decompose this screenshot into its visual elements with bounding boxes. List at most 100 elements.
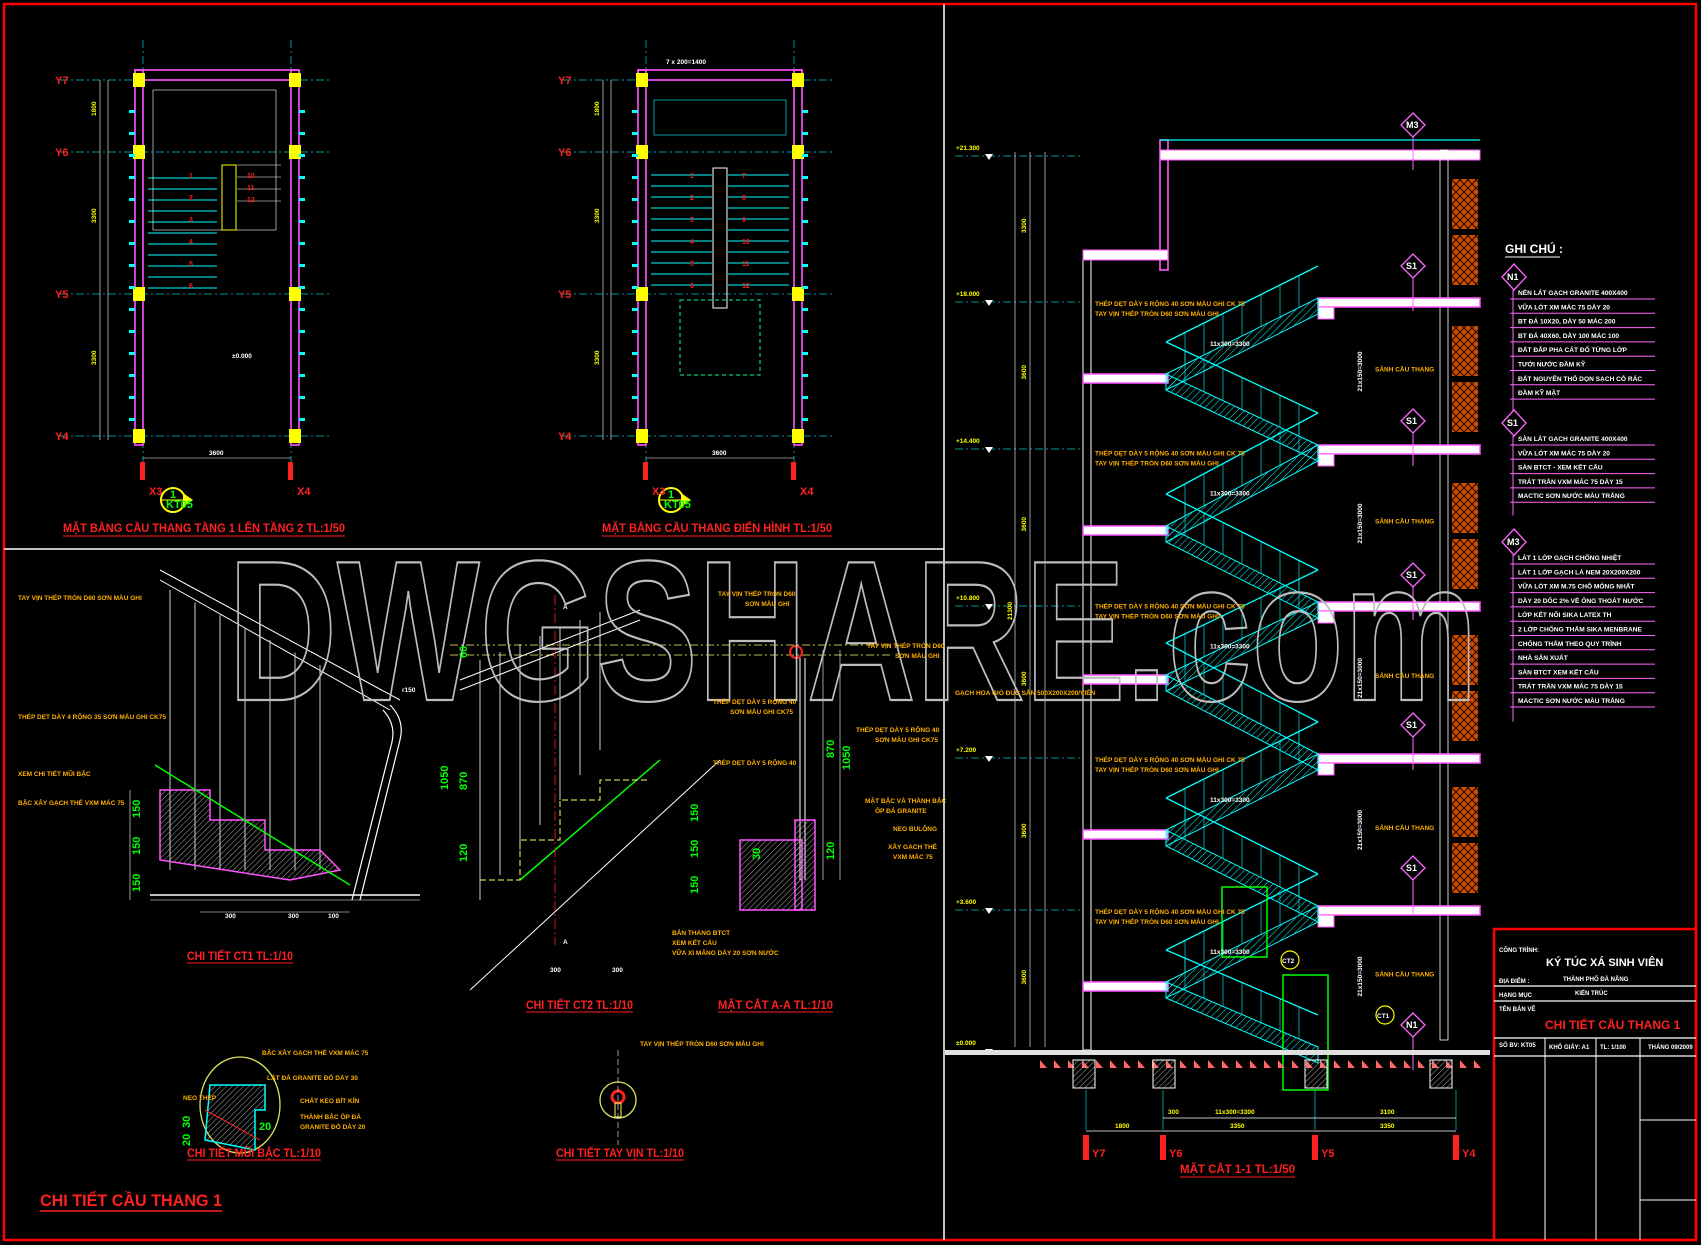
floor-slab — [1317, 297, 1481, 308]
window-mark — [129, 352, 135, 355]
ct2-dim-h1: 300 — [550, 967, 561, 974]
step-number: 9 — [742, 217, 746, 224]
window-mark — [632, 154, 638, 157]
aa-label-11: VỮA XI MĂNG DÀY 20 SƠN NƯỚC — [672, 948, 779, 957]
window-mark — [299, 308, 305, 311]
window-mark — [129, 374, 135, 377]
finish-tag: S1 — [1406, 720, 1417, 730]
flight-rail-label: THÉP DẸT DÀY 5 RỘNG 40 SƠN MÀU GHI CK 75 — [1095, 602, 1245, 611]
ct1-label-handrail: TAY VỊN THÉP TRÒN D60 SƠN MÀU GHI — [18, 593, 142, 602]
handrail-line — [159, 579, 391, 711]
step-number: 2 — [690, 195, 694, 202]
note-item: VỮA LÓT XM M.75 CHỖ MỎNG NHẤT — [1518, 581, 1635, 591]
vent-block-label: GẠCH HOA GIÓ ĐÚC SẴN 500X200X200/VIÊN — [955, 688, 1096, 697]
flight-height-dim: 21x150=3000 — [1357, 956, 1364, 996]
aa-label-9: BẢN THANG BTCT — [672, 928, 730, 937]
ct1-radius: r150 — [402, 687, 416, 694]
footing — [1152, 1059, 1176, 1089]
window-mark — [299, 374, 305, 377]
level-marker-icon — [985, 604, 993, 610]
column — [289, 73, 301, 87]
ground-line — [945, 1050, 1490, 1055]
window-mark — [129, 264, 135, 267]
soil-hatch — [1292, 1060, 1299, 1068]
soil-hatch — [1180, 1060, 1187, 1068]
note-item: DÀY 20 DỐC 2% VỀ ỐNG THOÁT NƯỚC — [1518, 595, 1644, 605]
geometry-layer — [40, 40, 1698, 1242]
window-mark — [299, 242, 305, 245]
opening-dashed — [679, 299, 761, 376]
stair-flight — [1165, 297, 1319, 391]
stair-slope-line — [154, 764, 351, 886]
note-tag-icon — [1501, 409, 1527, 437]
soil-hatch — [1040, 1060, 1047, 1068]
note-tag-icon — [1501, 528, 1527, 556]
room-label: SẢNH CẦU THANG — [1375, 969, 1434, 979]
tb-paper: KHỔ GIẤY: A1 — [1549, 1044, 1590, 1051]
vent-block — [1452, 787, 1478, 837]
step-number: 12 — [247, 197, 255, 204]
soil-hatch — [1208, 1060, 1215, 1068]
window-mark — [299, 154, 305, 157]
callout-box — [1221, 886, 1268, 958]
soil-hatch — [1418, 1060, 1425, 1068]
marker-number: 1 — [170, 489, 176, 501]
soil-hatch — [1236, 1060, 1243, 1068]
mui-bac-dim-20b: 20 — [259, 1121, 271, 1133]
wall-right — [290, 69, 300, 446]
step-number: 1 — [189, 173, 193, 180]
step-number: 11 — [247, 185, 255, 192]
stair-line — [204, 1109, 261, 1141]
column — [133, 73, 145, 87]
ct2-dim-1050: 1050 — [439, 766, 451, 790]
grid-marker — [791, 462, 796, 480]
handrail-well — [712, 167, 728, 309]
aa-label-4: MẶT BẬC VÀ THÀNH BẬC — [865, 796, 947, 805]
flight-rail-label: THÉP DẸT DÀY 5 RỘNG 40 SƠN MÀU GHI CK 75 — [1095, 755, 1245, 764]
vent-block — [1452, 539, 1478, 589]
marker-number: 1 — [668, 489, 674, 501]
soil-hatch — [1348, 1060, 1355, 1068]
window-mark — [632, 286, 638, 289]
step-number: 10 — [742, 239, 750, 246]
flight-dim: 11x300=3300 — [1210, 949, 1250, 956]
ct2-label-0: TAY VỊN THÉP TRÒN D60 — [718, 589, 796, 598]
dim-top: 7 x 200=1400 — [666, 59, 706, 66]
marker-sheet: KT05 — [664, 499, 691, 511]
level-marker-icon — [985, 756, 993, 762]
note-tag-icon — [1501, 263, 1527, 291]
finish-tag: S1 — [1406, 261, 1417, 271]
window-mark — [129, 396, 135, 399]
aa-label-10: XEM KẾT CẤU — [672, 937, 717, 947]
dim-floor-height: 3300 — [1021, 218, 1028, 233]
note-item: VỮA LÓT XM MÁC 75 DÀY 20 — [1518, 448, 1610, 457]
flight-dim: 11x300=3300 — [1210, 644, 1250, 651]
step-number: 12 — [742, 283, 750, 290]
note-item: ĐẦM KỸ MẶT — [1518, 387, 1560, 397]
window-mark — [632, 220, 638, 223]
window-mark — [632, 242, 638, 245]
room-label: SẢNH CẦU THANG — [1375, 516, 1434, 526]
window-mark — [129, 418, 135, 421]
step-number: 3 — [690, 217, 694, 224]
note-item: SÀN LÁT GẠCH GRANITE 400X400 — [1518, 434, 1628, 443]
vent-block — [1452, 326, 1478, 376]
note-item: BT ĐÁ 10X20, DÀY 50 MÁC 200 — [1518, 317, 1616, 326]
dim-floor-height: 3600 — [1021, 365, 1028, 380]
ct2-section-mark-bottom: A — [563, 939, 568, 946]
soil-hatch — [1124, 1060, 1131, 1068]
soil-hatch — [1334, 1060, 1341, 1068]
landing-slab — [1082, 829, 1169, 840]
window-mark — [802, 352, 808, 355]
ct2-dim-870: 870 — [458, 772, 470, 790]
note-item: LỚP KẾT NỐI SIKA LATEX TH — [1518, 609, 1612, 619]
aa-dim-120: 120 — [825, 842, 837, 860]
column — [792, 429, 804, 443]
column — [289, 145, 301, 159]
window-mark — [632, 176, 638, 179]
grid-marker — [1083, 1135, 1089, 1160]
window-mark — [632, 264, 638, 267]
room-label: SẢNH CẦU THANG — [1375, 364, 1434, 374]
level-marker-icon — [985, 447, 993, 453]
vent-block — [1452, 843, 1478, 893]
